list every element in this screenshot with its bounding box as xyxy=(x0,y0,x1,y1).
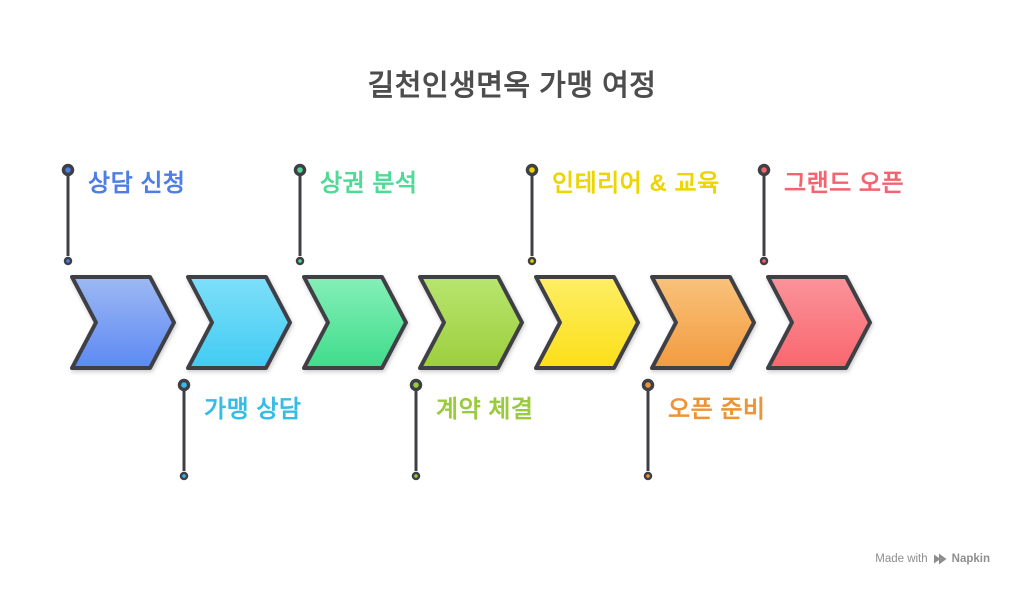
step-pin-6 xyxy=(641,378,655,481)
step-label-5: 인테리어 & 교육 xyxy=(552,170,720,197)
chevron-arrow-step-1 xyxy=(70,275,176,370)
step-pin-5 xyxy=(525,163,539,266)
napkin-logo-icon xyxy=(933,553,947,565)
chevron-arrow-step-7 xyxy=(766,275,872,370)
step-pin-2 xyxy=(177,378,191,481)
step-label-6: 오픈 준비 xyxy=(668,396,766,423)
watermark-brand: Napkin xyxy=(951,553,990,565)
diagram-title: 길천인생면옥 가맹 여정 xyxy=(367,70,657,102)
chevron-arrow-step-4 xyxy=(418,275,524,370)
chevron-arrow-step-6 xyxy=(650,275,756,370)
chevron-arrow-step-2 xyxy=(186,275,292,370)
watermark-prefix: Made with xyxy=(875,553,928,565)
step-label-4: 계약 체결 xyxy=(436,396,534,423)
step-pin-4 xyxy=(409,378,423,481)
step-label-1: 상담 신청 xyxy=(88,170,186,197)
step-label-7: 그랜드 오픈 xyxy=(784,170,905,197)
chevron-arrow-step-3 xyxy=(302,275,408,370)
step-pin-1 xyxy=(61,163,75,266)
step-pin-3 xyxy=(293,163,307,266)
watermark: Made with Napkin xyxy=(875,553,990,565)
step-label-2: 가맹 상담 xyxy=(204,396,302,423)
step-label-3: 상권 분석 xyxy=(320,170,418,197)
chevron-arrow-step-5 xyxy=(534,275,640,370)
step-pin-7 xyxy=(757,163,771,266)
